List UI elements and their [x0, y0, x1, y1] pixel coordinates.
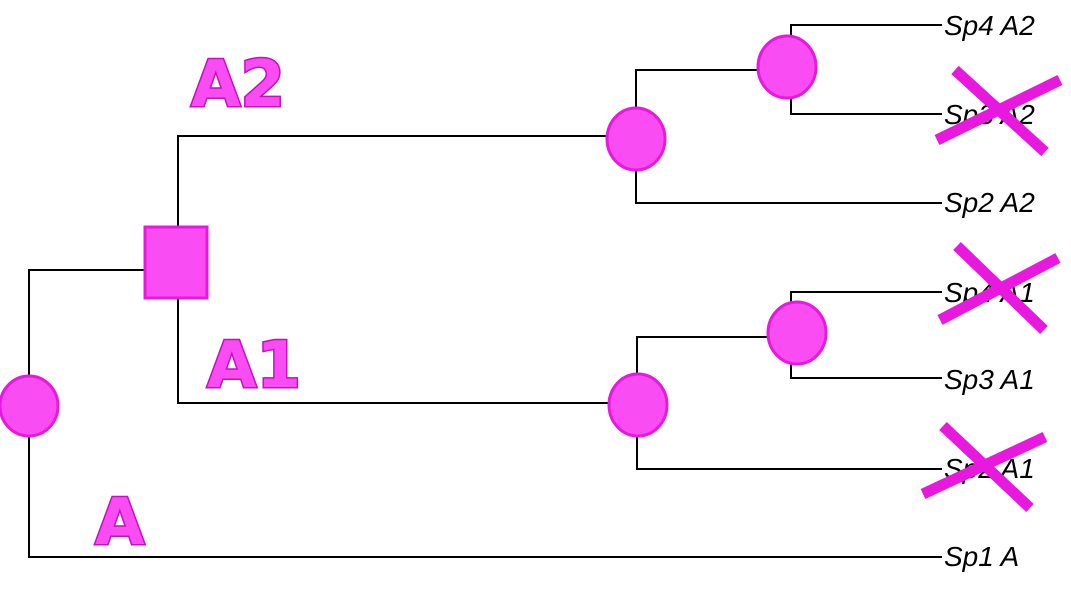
root-branch-to-sp1-a — [28, 407, 942, 558]
duplication-node — [143, 225, 209, 300]
loss-mark-sp4-a1 — [937, 242, 1061, 334]
root-branch-to-duplication — [28, 269, 152, 407]
loss-mark-sp3-a2 — [934, 65, 1063, 157]
root-speciation-node — [0, 374, 60, 438]
loss-mark-stroke — [920, 432, 1048, 499]
a1-speciation-node — [607, 372, 669, 438]
clade-label-a: A — [95, 486, 145, 560]
branch-to-sp2-a2 — [635, 136, 942, 204]
branch-to-sp2-a1 — [636, 405, 942, 470]
loss-mark-stroke — [937, 253, 1061, 325]
leaf-label-sp2-a2: Sp2 A2 — [944, 187, 1035, 218]
loss-mark-stroke — [934, 75, 1063, 145]
a2-subclade-speciation-node — [756, 34, 818, 100]
gene-loss-marks — [920, 65, 1063, 513]
branch-to-a1-clade — [177, 262, 611, 404]
loss-mark-sp2-a1 — [920, 421, 1048, 513]
leaf-label-sp1-a: Sp1 A — [944, 541, 1019, 572]
a1-subclade-speciation-node — [766, 300, 828, 366]
clade-label-a1: A1 — [207, 329, 301, 403]
a2-speciation-node — [605, 106, 667, 172]
tree-nodes — [0, 34, 828, 438]
clade-labels: A2 A1 A — [94, 47, 303, 562]
leaf-label-sp4-a2: Sp4 A2 — [944, 10, 1035, 41]
branch-to-a2-clade — [177, 135, 608, 262]
clade-label-a2: A2 — [191, 48, 285, 122]
leaf-label-sp3-a1: Sp3 A1 — [944, 364, 1035, 395]
leaf-labels: Sp4 A2 Sp3 A2 Sp2 A2 Sp4 A1 Sp3 A1 Sp2 A… — [944, 10, 1035, 572]
